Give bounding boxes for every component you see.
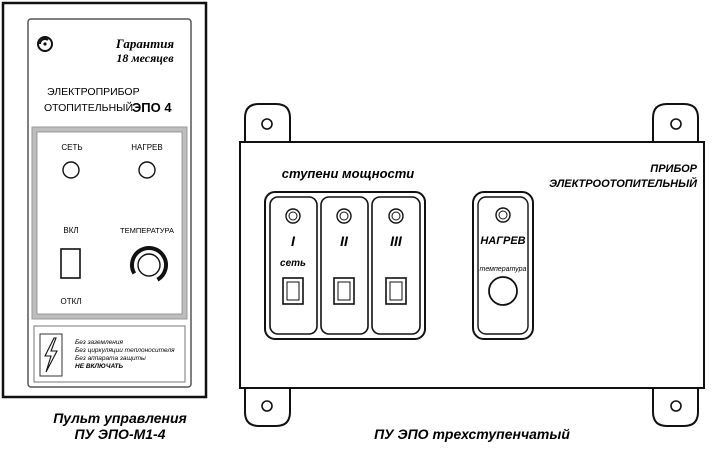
temperature-knob-right[interactable]	[488, 276, 518, 306]
stage-3-switch[interactable]	[385, 277, 407, 305]
left-control-area-inner	[36, 131, 183, 315]
mount-hole-top-left	[261, 118, 273, 130]
network-label-right: сеть	[280, 258, 306, 269]
warning-line3: Без аппарата защиты	[75, 355, 146, 362]
control-panel-three-stage: ПРИБОР ЭЛЕКТРООТОПИТЕЛЬНЫЙ ступени мощно…	[239, 103, 705, 442]
mount-hole-bottom-right	[670, 400, 682, 412]
heating-label-right: НАГРЕВ	[480, 235, 525, 247]
right-caption: ПУ ЭПО трехступенчатый	[374, 426, 570, 442]
stage-3-label: III	[390, 233, 403, 249]
stage-1-group: I сеть	[269, 196, 318, 335]
manufacturer-logo-icon	[37, 36, 53, 52]
high-voltage-icon	[39, 333, 63, 377]
device-title-line2: ЭЛЕКТРООТОПИТЕЛЬНЫЙ	[549, 177, 698, 190]
stage-1-label: I	[291, 233, 296, 249]
on-label: ВКЛ	[63, 226, 78, 235]
warranty-line1: Гарантия	[115, 36, 175, 51]
stage-3-group: III	[371, 196, 421, 335]
stage-1-switch[interactable]	[282, 277, 304, 305]
network-label: СЕТЬ	[61, 143, 82, 152]
stage-2-switch[interactable]	[333, 277, 355, 305]
network-indicator-lamp	[62, 161, 80, 179]
stage-2-label: II	[340, 233, 349, 249]
warning-line4: НЕ ВКЛЮЧАТЬ	[75, 363, 123, 370]
left-caption-line2: ПУ ЭПО-М1-4	[74, 426, 165, 442]
control-panel-epo-m1-4: Гарантия 18 месяцев ЭЛЕКТРОПРИБОР ОТОПИТ…	[1, 1, 208, 442]
mount-hole-bottom-left	[261, 400, 273, 412]
power-toggle-switch[interactable]	[60, 248, 81, 279]
stage-2-group: II	[320, 196, 369, 335]
heating-label: НАГРЕВ	[131, 143, 162, 152]
stage-3-indicator-lamp	[388, 208, 404, 224]
warning-line2: Без циркуляции теплоносителя	[75, 347, 175, 354]
temperature-label-right: температура	[480, 266, 527, 273]
device-name-line2: ОТОПИТЕЛЬНЫЙ	[44, 101, 133, 114]
warning-line1: Без заземления	[75, 339, 123, 346]
temperature-knob[interactable]	[126, 242, 172, 288]
device-name-line1: ЭЛЕКТРОПРИБОР	[47, 86, 140, 98]
heating-block: НАГРЕВ температура	[472, 191, 534, 340]
heating-indicator-lamp-right	[495, 207, 511, 223]
off-label: ОТКЛ	[60, 297, 81, 306]
power-stages-label: ступени мощности	[282, 166, 415, 181]
stage-1-indicator-lamp	[285, 208, 301, 224]
device-model: ЭПО 4	[132, 100, 172, 115]
heating-indicator-lamp	[138, 161, 156, 179]
temperature-label: ТЕМПЕРАТУРА	[120, 226, 174, 235]
mount-hole-top-right	[670, 118, 682, 130]
warranty-line2: 18 месяцев	[116, 51, 174, 65]
stage-2-indicator-lamp	[336, 208, 352, 224]
device-title-line1: ПРИБОР	[650, 163, 697, 175]
left-caption-line1: Пульт управления	[53, 410, 187, 426]
